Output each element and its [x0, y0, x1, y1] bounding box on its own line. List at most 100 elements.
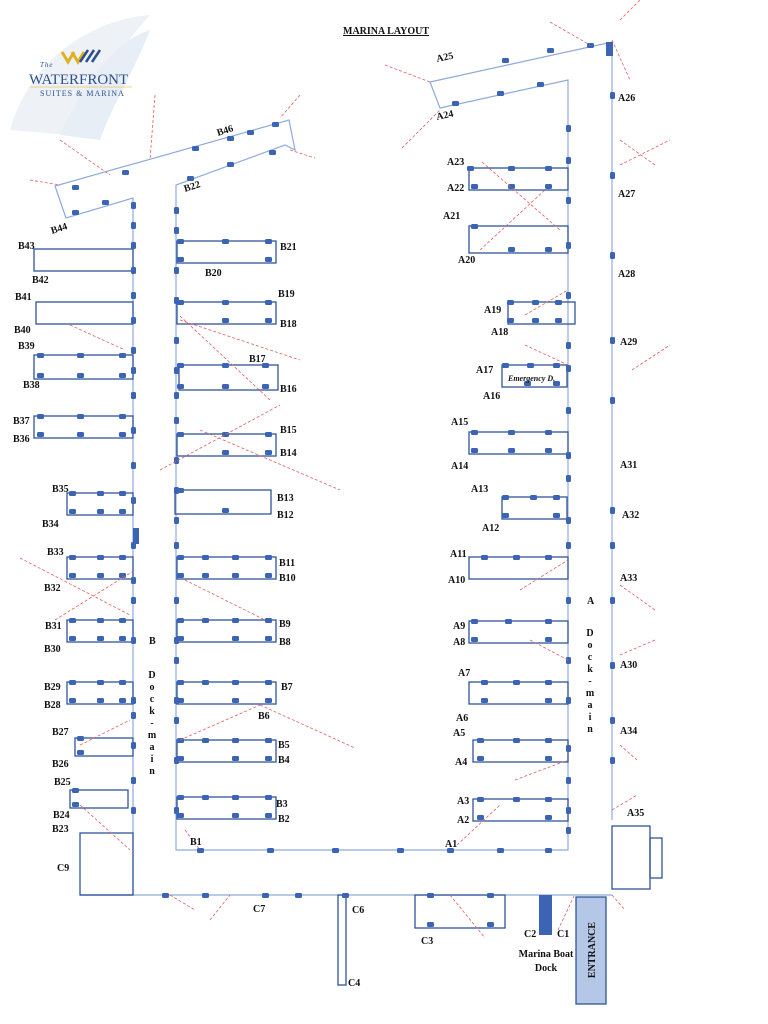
cleat-icon [232, 680, 239, 685]
cleat-icon [222, 239, 229, 244]
cleat-icon [610, 757, 615, 764]
slip-label-a31: A31 [620, 460, 637, 471]
slip-label-a29: A29 [620, 337, 637, 348]
cleat-icon [265, 756, 272, 761]
cleat-icon [222, 384, 229, 389]
cleat-icon [265, 573, 272, 578]
cleat-icon [566, 827, 571, 834]
b-dock-main-letter: m [148, 730, 157, 741]
slip-label-a14: A14 [451, 461, 468, 472]
slip-label-c7: C7 [253, 904, 265, 915]
cleat-icon [69, 680, 76, 685]
cleat-icon [177, 636, 184, 641]
slip-label-b36: B36 [13, 434, 30, 445]
cleat-icon [342, 893, 349, 898]
cleat-icon [119, 491, 126, 496]
slip-label-b28: B28 [44, 700, 61, 711]
slip-label-b12: B12 [277, 510, 294, 521]
slip-label-b20: B20 [205, 268, 222, 279]
cleat-icon [177, 257, 184, 262]
entrance-label: ENTRANCE [587, 922, 598, 978]
b-dock-main-letter: k [149, 706, 155, 717]
cleat-icon [555, 318, 562, 323]
cleat-icon [232, 573, 239, 578]
slip-label-c2: C2 [524, 929, 536, 940]
cleat-icon [545, 680, 552, 685]
cleat-icon [97, 573, 104, 578]
slip-label-b3: B3 [276, 799, 288, 810]
slip-label-a28: A28 [618, 269, 635, 280]
boat-dock-label-line2: Dock [535, 963, 558, 974]
cleat-icon [131, 697, 136, 704]
cleat-icon [487, 893, 494, 898]
cleat-icon [265, 239, 272, 244]
cleat-icon [545, 619, 552, 624]
b-dock-main-letter: o [150, 682, 155, 693]
slip-label-a12: A12 [482, 523, 499, 534]
cleat-icon [566, 452, 571, 459]
cleat-icon [119, 573, 126, 578]
cleat-icon [566, 597, 571, 604]
page-title: MARINA LAYOUT [343, 26, 429, 37]
slip-label-a22: A22 [447, 183, 464, 194]
cleat-icon [131, 242, 136, 249]
cleat-icon [265, 432, 272, 437]
cleat-icon [69, 573, 76, 578]
cleat-icon [610, 507, 615, 514]
slip-label-b38: B38 [23, 380, 40, 391]
slip-label-c6: C6 [352, 905, 364, 916]
b-dock-main-letter: a [150, 742, 155, 753]
cleat-icon [174, 457, 179, 464]
cleat-icon [545, 184, 552, 189]
cleat-icon [177, 680, 184, 685]
b-dock-main-letter: D [148, 670, 155, 681]
logo-name: WATERFRONT [29, 72, 128, 88]
slip-label-b10: B10 [279, 573, 296, 584]
cleat-icon [262, 384, 269, 389]
cleat-icon [102, 200, 109, 205]
cleat-icon [508, 448, 515, 453]
cleat-icon [187, 176, 194, 181]
cleat-icon [507, 318, 514, 323]
cleat-icon [72, 185, 79, 190]
slip-label-a34: A34 [620, 726, 637, 737]
emergency-dock-label: Emergency D. [507, 374, 555, 383]
b-dock-main-letter: c [150, 694, 155, 705]
cleat-icon [174, 517, 179, 524]
cleat-icon [513, 797, 520, 802]
cleat-icon [202, 893, 209, 898]
cleat-icon [177, 300, 184, 305]
cleat-icon [177, 239, 184, 244]
cleat-icon [610, 662, 615, 669]
cleat-icon [265, 257, 272, 262]
cleat-icon [174, 657, 179, 664]
slip-label-b11: B11 [279, 558, 295, 569]
cleat-icon [553, 381, 560, 386]
cleat-icon [77, 432, 84, 437]
slip-label-a4: A4 [455, 757, 467, 768]
cleat-icon [192, 146, 199, 151]
cleat-icon [202, 738, 209, 743]
slip-label-b39: B39 [18, 341, 35, 352]
slip-label-b6: B6 [258, 711, 270, 722]
cleat-icon [131, 577, 136, 584]
cleat-icon [227, 136, 234, 141]
cleat-icon [265, 555, 272, 560]
slip-label-a6: A6 [456, 713, 468, 724]
a-dock-main-letter: k [587, 664, 593, 675]
cleat-icon [524, 381, 531, 386]
entrance[interactable]: ENTRANCE [575, 896, 607, 1005]
cleat-icon [545, 797, 552, 802]
cleat-icon [610, 337, 615, 344]
slip-label-b13: B13 [277, 493, 294, 504]
cleat-icon [131, 347, 136, 354]
slip-label-b34: B34 [42, 519, 59, 530]
cleat-icon [610, 92, 615, 99]
cleat-icon [610, 542, 615, 549]
slip-label-a9: A9 [453, 621, 465, 632]
cleat-icon [487, 922, 494, 927]
boat-dock-label-line1: Marina Boat [519, 949, 574, 960]
cleat-icon [177, 384, 184, 389]
